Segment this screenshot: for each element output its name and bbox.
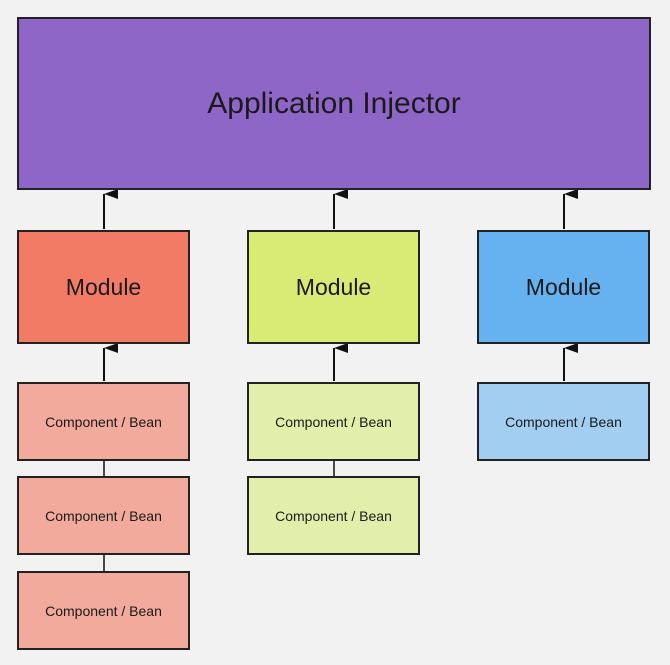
component-label: Component / Bean [275,507,392,524]
component-label: Component / Bean [45,602,162,619]
module-3: Module [477,230,650,344]
component-label: Component / Bean [275,413,392,430]
component-1-2: Component / Bean [17,476,190,555]
component-label: Component / Bean [505,413,622,430]
component-1-3: Component / Bean [17,571,190,650]
application-injector-label: Application Injector [207,86,461,120]
module-2: Module [247,230,420,344]
component-3-1: Component / Bean [477,382,650,461]
module-1: Module [17,230,190,344]
application-injector: Application Injector [17,17,651,190]
component-2-1: Component / Bean [247,382,420,461]
module-3-label: Module [525,273,602,300]
component-label: Component / Bean [45,413,162,430]
module-1-label: Module [65,273,142,300]
component-2-2: Component / Bean [247,476,420,555]
module-2-label: Module [295,273,372,300]
component-label: Component / Bean [45,507,162,524]
component-1-1: Component / Bean [17,382,190,461]
